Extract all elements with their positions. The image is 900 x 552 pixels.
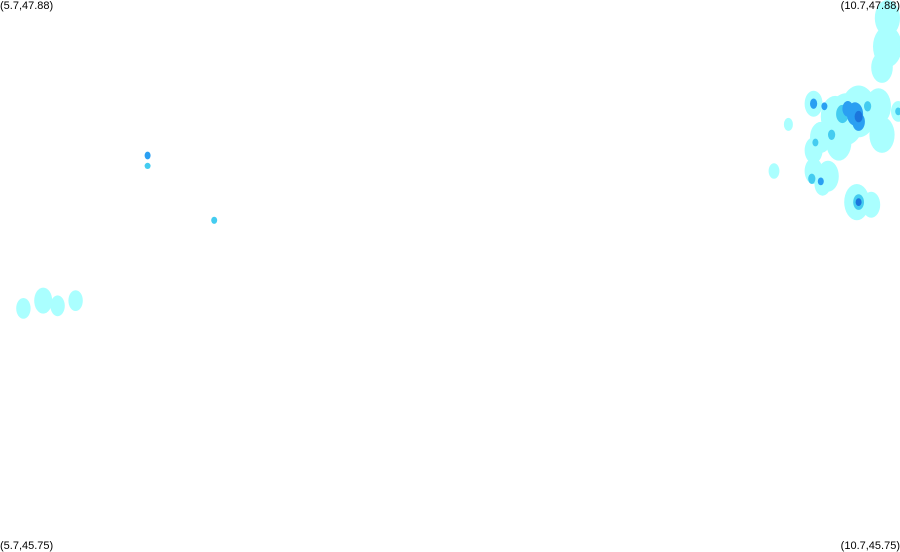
precip-cell-light xyxy=(68,290,83,311)
precip-cell-strong xyxy=(144,151,151,160)
precip-cell-strong xyxy=(842,101,854,117)
precip-cell-light xyxy=(869,116,895,153)
precip-cell-light xyxy=(50,295,65,317)
precip-cell-medium xyxy=(828,129,836,140)
precip-cell-light xyxy=(862,191,881,218)
precip-cell-medium xyxy=(864,101,872,112)
precip-cell-light xyxy=(783,117,793,131)
precip-cell-light xyxy=(16,298,31,319)
precip-cell-light xyxy=(34,287,53,314)
precip-cell-medium xyxy=(144,162,151,169)
corner-label-top-left: (5.7,47.88) xyxy=(0,0,54,12)
precip-cell-strong xyxy=(810,98,818,109)
precip-cell-medium xyxy=(812,138,819,147)
corner-label-top-right: (10.7,47.88) xyxy=(840,0,900,12)
precip-cell-light xyxy=(865,88,892,125)
precip-cell-heavy xyxy=(855,198,862,207)
precip-cell-light xyxy=(874,0,900,37)
precip-cell-strong xyxy=(817,177,824,186)
precip-cell-medium xyxy=(211,216,218,224)
precip-cell-light xyxy=(871,51,893,83)
precipitation-cells xyxy=(16,0,900,319)
precip-cell-medium xyxy=(808,173,816,184)
precip-cell-strong xyxy=(821,102,828,111)
corner-label-bottom-right: (10.7,45.75) xyxy=(840,540,900,552)
precip-cell-medium xyxy=(895,107,900,116)
corner-label-bottom-left: (5.7,45.75) xyxy=(0,540,54,552)
precip-cell-light xyxy=(768,163,780,179)
precip-cell-heavy xyxy=(854,110,863,123)
